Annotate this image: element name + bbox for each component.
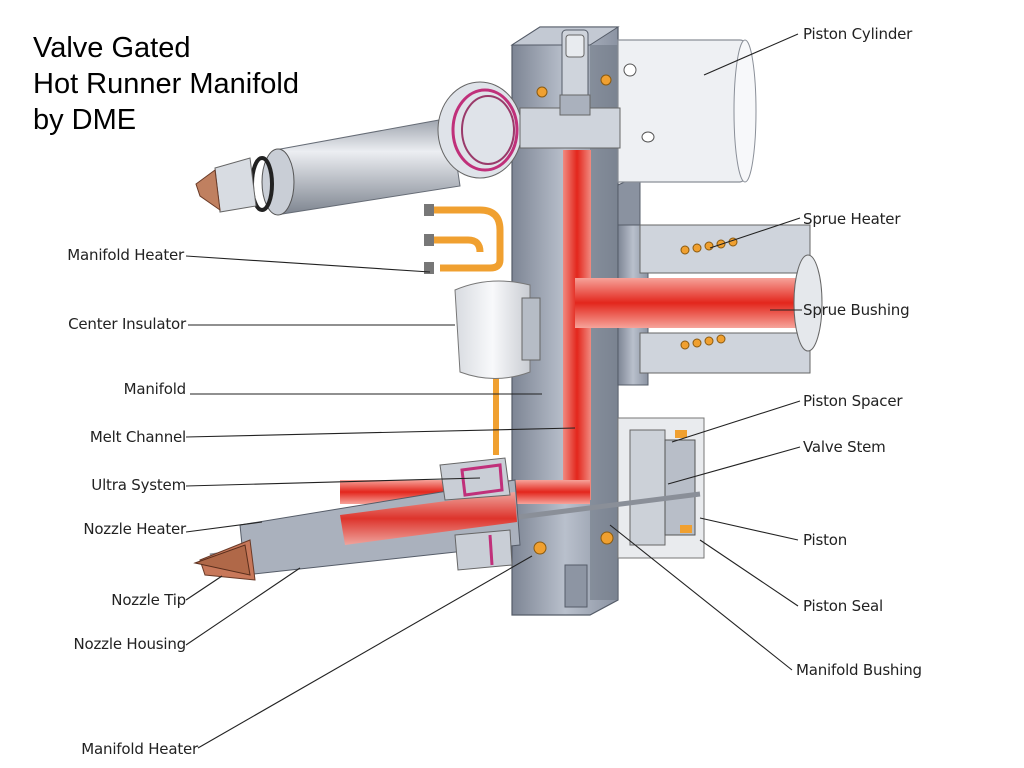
label-manifold-heater-bottom: Manifold Heater [81, 740, 198, 758]
piston-cylinder [617, 39, 757, 183]
label-nozzle-tip: Nozzle Tip [111, 591, 186, 609]
label-manifold-heater-top: Manifold Heater [67, 246, 184, 264]
lower-nozzle [193, 457, 521, 581]
label-sprue-bushing: Sprue Bushing [803, 301, 910, 319]
upper-nozzle [195, 81, 621, 216]
label-valve-stem: Valve Stem [803, 438, 886, 456]
diagram-title: Valve Gated Hot Runner Manifold by DME [33, 30, 299, 138]
title-line-1: Valve Gated [33, 32, 191, 64]
label-piston-cylinder: Piston Cylinder [803, 25, 913, 43]
label-manifold: Manifold [123, 380, 187, 398]
leader-lines [185, 33, 802, 749]
melt-channel-sprue [575, 278, 810, 328]
title-line-3: by DME [33, 104, 137, 136]
label-piston-seal: Piston Seal [803, 597, 883, 615]
label-nozzle-heater: Nozzle Heater [83, 520, 186, 538]
label-manifold-bushing: Manifold Bushing [796, 661, 922, 679]
label-ultra-system: Ultra System [91, 476, 186, 494]
orange-dots [533, 74, 614, 555]
sprue-bushing [639, 224, 823, 374]
label-center-insulator: Center Insulator [68, 315, 186, 333]
label-melt-channel: Melt Channel [89, 428, 186, 446]
label-sprue-heater: Sprue Heater [803, 210, 901, 228]
piston-assembly [617, 417, 705, 559]
label-piston-spacer: Piston Spacer [803, 392, 903, 410]
label-nozzle-housing: Nozzle Housing [73, 635, 187, 653]
title-line-2: Hot Runner Manifold [33, 68, 299, 100]
label-piston: Piston [803, 531, 848, 549]
center-insulator [454, 280, 541, 379]
